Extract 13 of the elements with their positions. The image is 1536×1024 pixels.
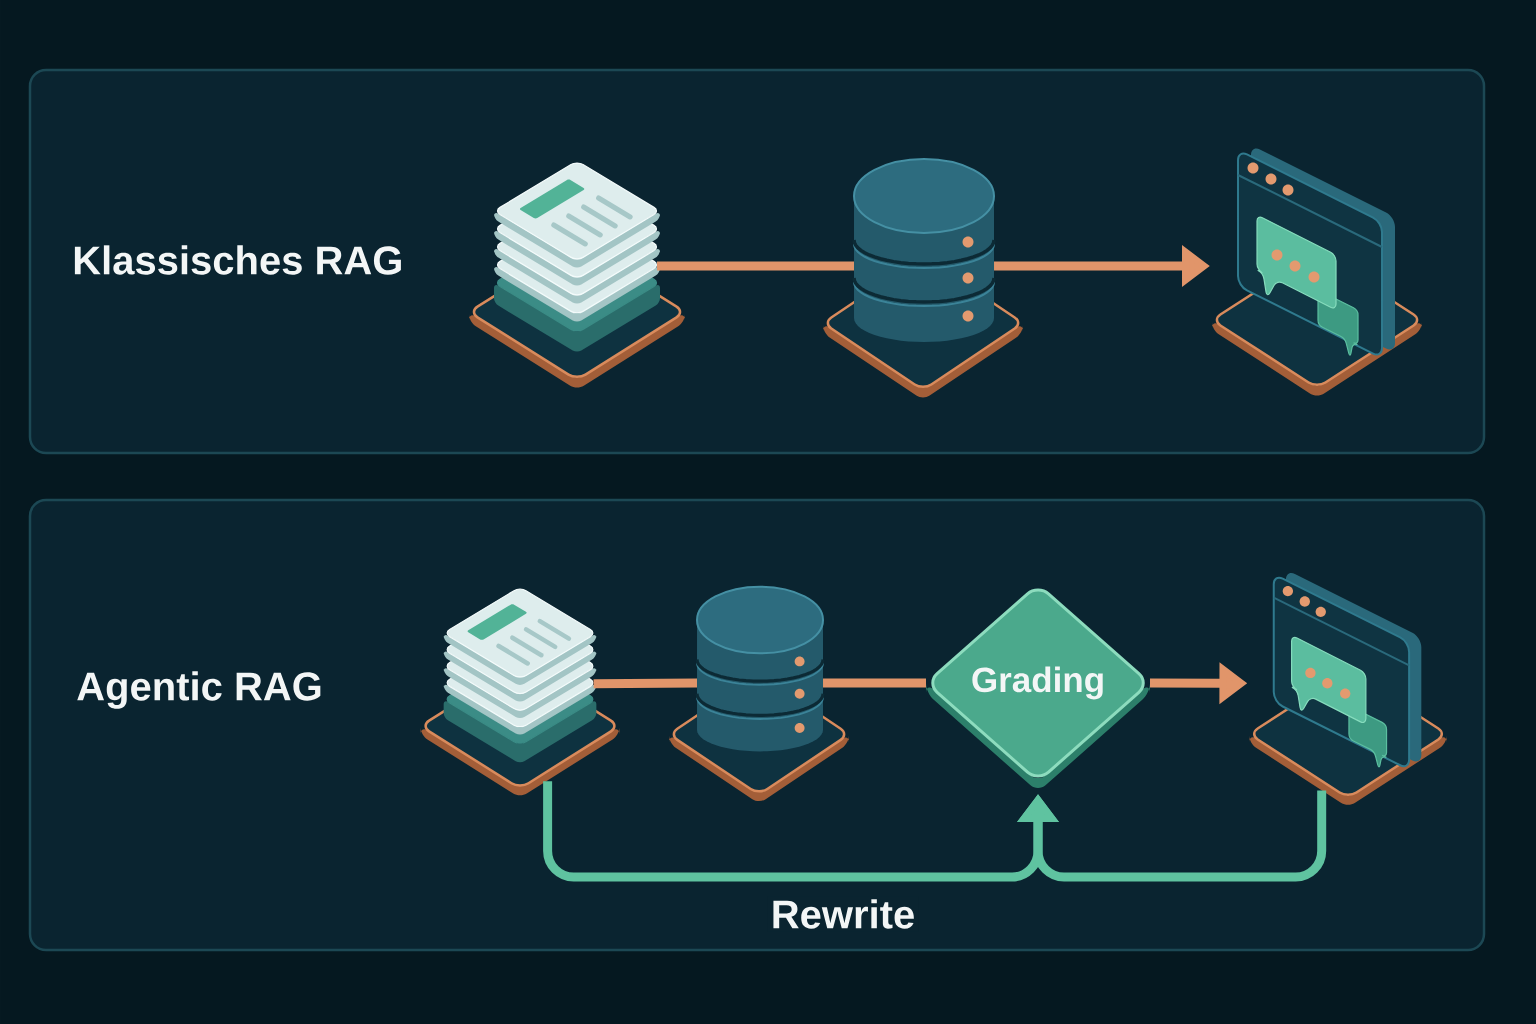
- panel-title: Agentic RAG: [77, 671, 321, 709]
- arrow: [1017, 790, 1327, 882]
- document-stack-icon: [420, 588, 620, 796]
- database-icon: [669, 585, 849, 801]
- connector-line: [823, 678, 926, 688]
- chat-window-icon: [1249, 573, 1447, 805]
- edge-label: Rewrite: [767, 896, 919, 932]
- panel-title: Klassisches RAG: [74, 245, 401, 275]
- chat-window-icon: [1212, 148, 1422, 396]
- connector-line: [657, 261, 854, 271]
- document-stack-icon: [469, 162, 685, 388]
- connector-line: [593, 678, 698, 689]
- database-icon: [823, 158, 1023, 398]
